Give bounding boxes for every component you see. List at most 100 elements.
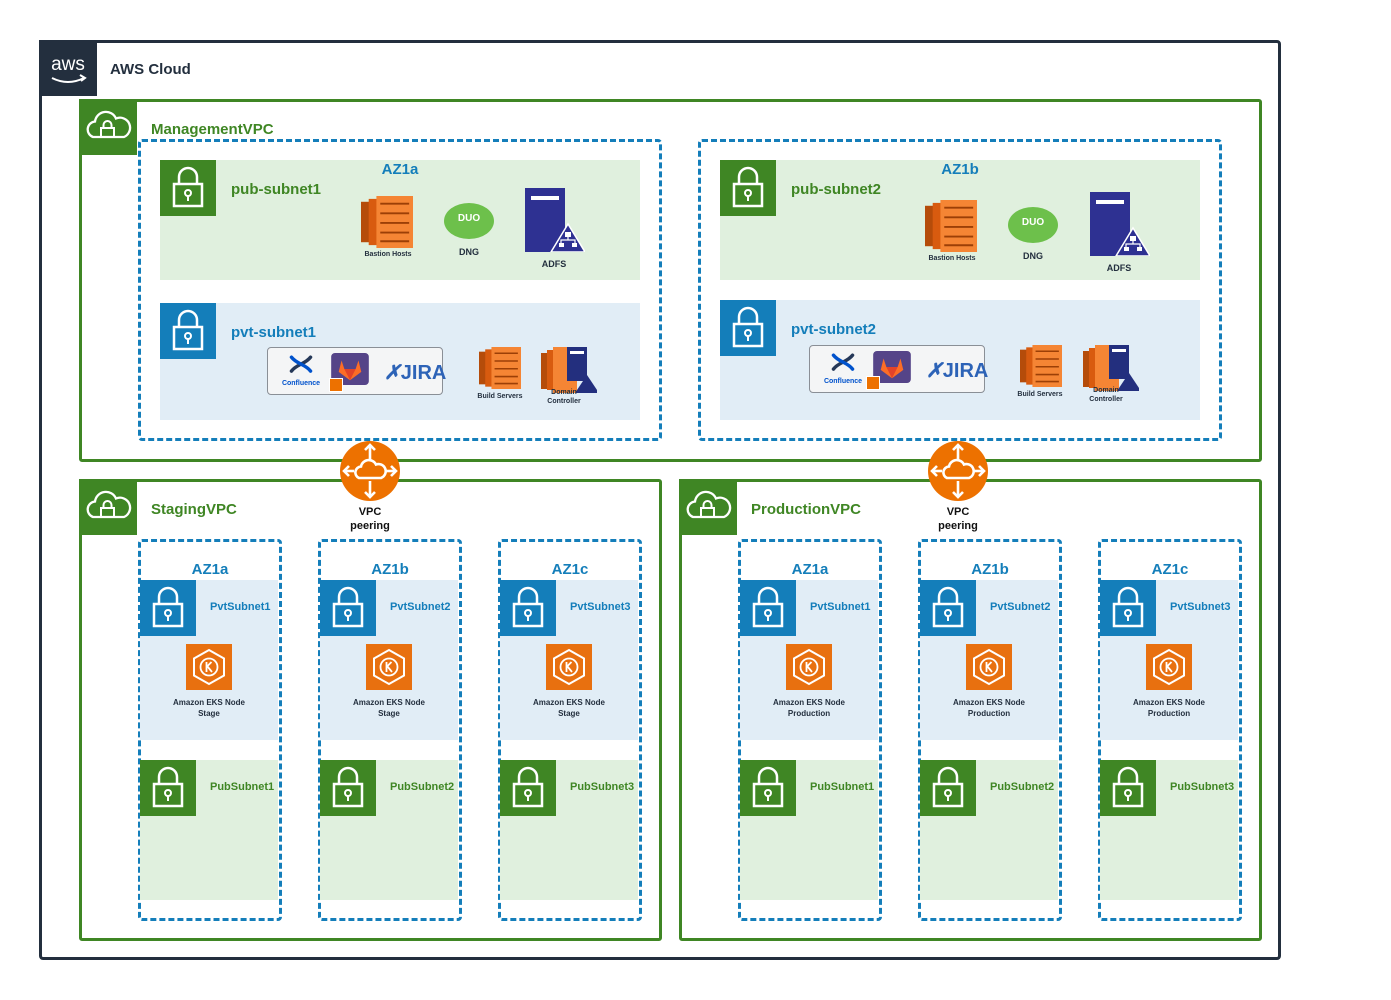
lock-icon: [740, 760, 796, 816]
lock-icon: [320, 760, 376, 816]
az-label: AZ1b: [941, 161, 979, 178]
lock-icon: [720, 300, 776, 356]
vpc-icon: [679, 479, 737, 535]
adfs-server-icon: [523, 188, 585, 252]
az-label: AZ1a: [791, 561, 829, 578]
subnet-name: PubSubnet2: [990, 781, 1055, 793]
subnet-name: pvt-subnet1: [231, 324, 317, 341]
confluence-label: Confluence: [281, 380, 321, 387]
ec2-bastion-icon: [361, 196, 413, 248]
management-vpc-title: ManagementVPC: [151, 121, 274, 138]
dng-label: DNG: [459, 247, 479, 257]
vpc-icon: [79, 99, 137, 155]
aws-cloud-frame: [39, 40, 1281, 960]
lock-icon: [1100, 760, 1156, 816]
aws-logo: aws: [39, 40, 97, 96]
build-servers-label: Build Servers: [477, 393, 523, 400]
lock-icon: [740, 580, 796, 636]
eks-node-icon: [546, 644, 592, 690]
subnet-name: PvtSubnet1: [210, 601, 271, 613]
eks-node-icon: [1146, 644, 1192, 690]
subnet-name: PubSubnet2: [390, 781, 455, 793]
subnet-name: PubSubnet3: [1170, 781, 1235, 793]
subnet-name: pub-subnet2: [791, 181, 881, 198]
confluence-icon: [286, 352, 316, 378]
availability-zone: [738, 539, 882, 921]
codecommit-icon: [329, 378, 343, 392]
availability-zone: [918, 539, 1062, 921]
ec2-build-icon: [478, 347, 522, 389]
subnet-name: PvtSubnet3: [570, 601, 631, 613]
confluence-icon: [828, 350, 858, 376]
bastion-label: Bastion Hosts: [364, 251, 412, 258]
jira-logo: ✗JIRA: [926, 360, 989, 382]
adfs-label: ADFS: [1106, 263, 1132, 273]
lock-icon: [160, 303, 216, 359]
domain-controller-label: Domain Controller: [1089, 387, 1123, 403]
lock-icon: [500, 580, 556, 636]
ec2-build-icon: [1019, 345, 1063, 387]
staging-vpc-title: StagingVPC: [151, 501, 237, 518]
vpc-peering-router-icon: [339, 440, 401, 502]
dng-label: DNG: [1023, 251, 1043, 261]
bastion-label: Bastion Hosts: [928, 255, 976, 262]
eks-node-icon: [186, 644, 232, 690]
production-vpc-title: ProductionVPC: [751, 501, 862, 518]
domain-controller-label: Domain Controller: [547, 389, 581, 405]
lock-icon: [1100, 580, 1156, 636]
subnet-name: pub-subnet1: [231, 181, 321, 198]
lock-icon: [920, 760, 976, 816]
lock-icon: [160, 160, 216, 216]
adfs-label: ADFS: [541, 259, 567, 269]
availability-zone: [138, 539, 282, 921]
adfs-server-icon: [1088, 192, 1150, 256]
subnet-name: pvt-subnet2: [791, 321, 877, 338]
management-az1a: [138, 139, 662, 441]
codecommit-icon: [866, 376, 880, 390]
ec2-bastion-icon: [925, 200, 977, 252]
subnet-name: PubSubnet1: [810, 781, 875, 793]
domain-controller-icon: [541, 347, 597, 393]
duo-icon: DUO: [1008, 207, 1058, 243]
subnet-name: PvtSubnet3: [1170, 601, 1231, 613]
availability-zone: [318, 539, 462, 921]
confluence-label: Confluence: [823, 378, 863, 385]
management-vpc: [79, 99, 1262, 462]
management-az1b: [698, 139, 1222, 441]
az-label: AZ1c: [551, 561, 589, 578]
az-label: AZ1a: [381, 161, 419, 178]
availability-zone: [1098, 539, 1242, 921]
subnet-name: PubSubnet3: [570, 781, 635, 793]
vpc-peering-router-icon: [927, 440, 989, 502]
lock-icon: [320, 580, 376, 636]
az-label: AZ1b: [971, 561, 1009, 578]
svg-text:aws: aws: [51, 54, 85, 75]
subnet-name: PvtSubnet2: [390, 601, 451, 613]
subnet-name: PubSubnet1: [210, 781, 275, 793]
domain-controller-icon: [1083, 345, 1139, 391]
lock-icon: [720, 160, 776, 216]
availability-zone: [498, 539, 642, 921]
build-servers-label: Build Servers: [1017, 391, 1063, 398]
az-label: AZ1c: [1151, 561, 1189, 578]
eks-node-icon: [966, 644, 1012, 690]
subnet-name: PvtSubnet2: [990, 601, 1051, 613]
vpc-icon: [79, 479, 137, 535]
eks-node-icon: [366, 644, 412, 690]
aws-cloud-title: AWS Cloud: [110, 61, 191, 78]
lock-icon: [140, 580, 196, 636]
lock-icon: [140, 760, 196, 816]
az-label: AZ1b: [371, 561, 409, 578]
subnet-name: PvtSubnet1: [810, 601, 871, 613]
duo-icon: DUO: [444, 203, 494, 239]
lock-icon: [920, 580, 976, 636]
lock-icon: [500, 760, 556, 816]
